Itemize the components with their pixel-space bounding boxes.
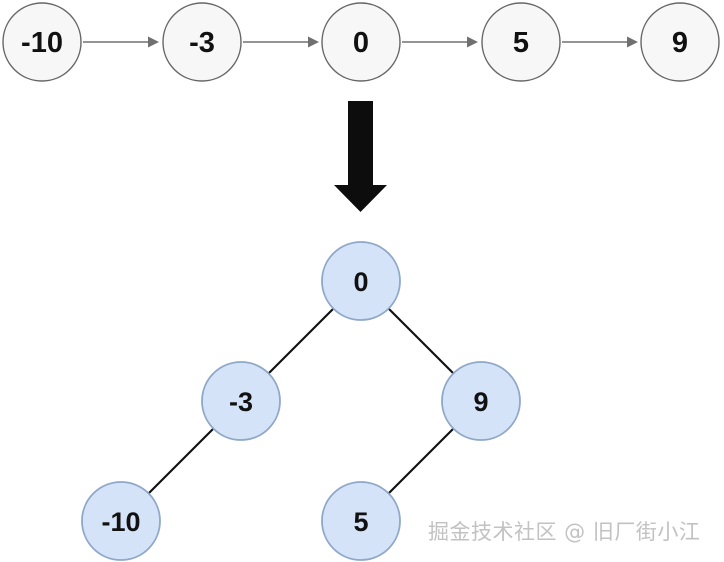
- linked-list-node-value: -10: [21, 27, 63, 59]
- arrow-head-icon: [308, 36, 319, 48]
- tree-edge-root-to-right: [387, 307, 455, 375]
- transform-down-arrow-icon: [334, 101, 387, 212]
- tree-node-value: 0: [353, 267, 368, 297]
- tree-node-right: 9: [441, 361, 521, 441]
- tree-node-circle: [201, 361, 281, 441]
- down-arrow-shape: [334, 101, 387, 212]
- linked-list-arrow: [83, 36, 159, 48]
- tree-edge-right-to-right-left: [387, 427, 455, 495]
- tree-edges: [147, 307, 455, 495]
- linked-list-node: 0: [321, 2, 401, 82]
- linked-list-node-value: 0: [353, 27, 369, 59]
- linked-list-node-circle: [640, 2, 720, 82]
- arrow-head-icon: [467, 36, 478, 48]
- watermark-label: 掘金技术社区 @ 旧厂街小江: [428, 520, 700, 544]
- tree-node-value: -10: [101, 507, 140, 537]
- linked-list-nodes: -10 -3 0 5 9: [2, 2, 720, 82]
- tree-edge-left-to-left-left: [147, 427, 215, 495]
- linked-list-node: -10: [2, 2, 82, 82]
- arrow-head-icon: [148, 36, 159, 48]
- linked-list-arrow: [243, 36, 319, 48]
- linked-list-node-circle: [321, 2, 401, 82]
- linked-list-node: -3: [162, 2, 242, 82]
- tree-node-circle: [441, 361, 521, 441]
- tree-edge-root-to-left: [267, 307, 335, 375]
- tree-node-root: 0: [321, 241, 401, 321]
- tree-node-value: 9: [473, 387, 488, 417]
- linked-list-node-circle: [162, 2, 242, 82]
- tree-node-left-left: -10: [81, 481, 161, 561]
- arrow-head-icon: [627, 36, 638, 48]
- linked-list-node-circle: [481, 2, 561, 82]
- tree-nodes: 0 -3 9 -10 5: [81, 241, 521, 561]
- tree-node-right-left: 5: [321, 481, 401, 561]
- linked-list-node-value: -3: [189, 27, 215, 59]
- tree-node-circle: [81, 481, 161, 561]
- linked-list-arrow: [562, 36, 638, 48]
- tree-node-value: 5: [353, 507, 368, 537]
- linked-list-arrow: [402, 36, 478, 48]
- tree-node-circle: [321, 481, 401, 561]
- tree-node-circle: [321, 241, 401, 321]
- linked-list-node-value: 9: [672, 27, 688, 59]
- linked-list-node: 9: [640, 2, 720, 82]
- tree-node-left: -3: [201, 361, 281, 441]
- linked-list-arrows: [83, 36, 638, 48]
- linked-list-node-circle: [2, 2, 82, 82]
- linked-list-node: 5: [481, 2, 561, 82]
- linked-list-node-value: 5: [513, 27, 529, 59]
- tree-node-value: -3: [229, 387, 253, 417]
